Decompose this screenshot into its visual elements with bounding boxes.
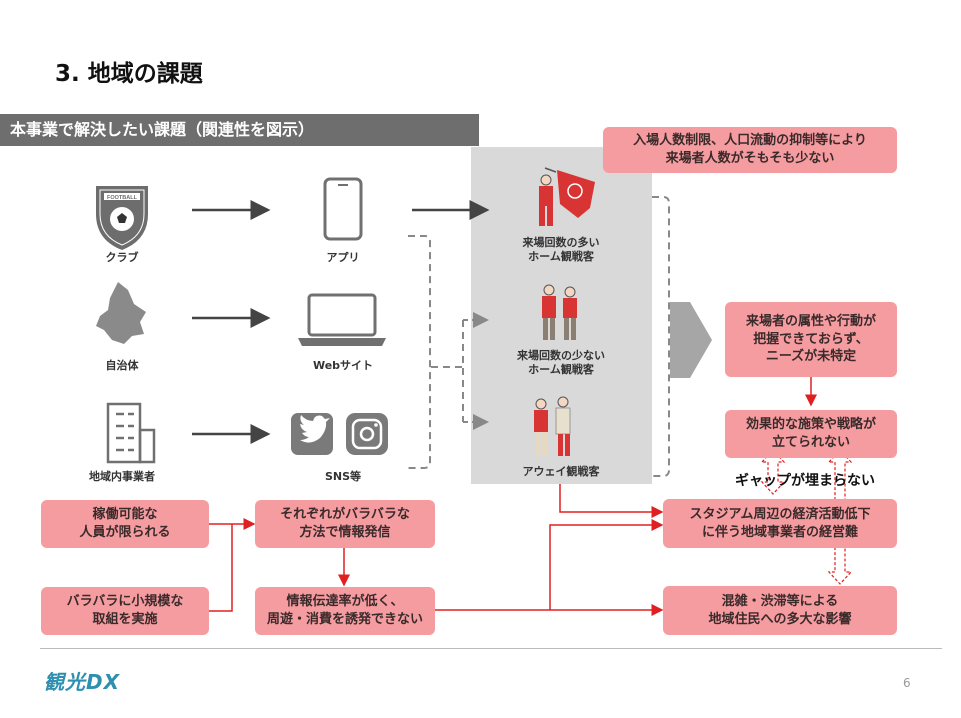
footer-divider [40, 648, 942, 649]
gap-label: ギャップが埋まらない [735, 473, 875, 489]
issue-economic-decline: スタジアム周辺の経済活動低下 に伴う地域事業者の経営難 [663, 499, 897, 548]
actor-label-business: 地域内事業者 [89, 470, 155, 483]
building-icon [106, 402, 156, 464]
issue-entry-limit: 入場人数制限、人口流動の抑制等により 来場者人数がそもそも少ない [603, 127, 897, 173]
issue-scattered-info: それぞれがバラバラな 方法で情報発信 [255, 500, 435, 548]
line-panel-economic [559, 484, 664, 518]
logo: 観光DX [44, 670, 121, 694]
laptop-icon [298, 293, 386, 346]
prefecture-map-icon [96, 282, 146, 344]
twitter-icon [291, 413, 333, 455]
football-club-emblem-icon [96, 186, 148, 250]
issue-small-scattered: バラバラに小規模な 取組を実施 [41, 587, 209, 635]
visitor-label-frequent: 来場回数の多い ホーム観戦客 [522, 236, 600, 264]
section-banner: 本事業で解決したい課題（関連性を図示） [0, 114, 479, 146]
actor-label-government: 自治体 [105, 359, 139, 372]
page-number: 6 [903, 676, 911, 690]
smartphone-icon [323, 177, 363, 241]
line-branch-economic [549, 519, 664, 610]
issue-attributes-unknown: 来場者の属性や行動が 把握できておらず、 ニーズが未特定 [725, 302, 897, 377]
actor-label-club: クラブ [105, 251, 139, 264]
visitor-label-away: アウェイ観戦客 [522, 465, 600, 478]
channel-label-web: Webサイト [312, 359, 374, 372]
big-arrow [670, 302, 712, 378]
channel-label-sns: SNS等 [324, 470, 362, 483]
dashed-bracket-visitors [652, 196, 670, 477]
line-small-join [209, 524, 233, 612]
issue-low-reach: 情報伝達率が低く、 周遊・消費を誘発できない [255, 587, 435, 635]
visitors-panel [471, 147, 652, 484]
issue-no-strategy: 効果的な施策や戦略が 立てられない [725, 410, 897, 458]
visitor-label-infrequent: 来場回数の少ない ホーム観戦客 [517, 349, 605, 377]
dashed-bracket-channels [408, 235, 431, 469]
club-badge-text: FOOTBALL [107, 195, 138, 201]
issue-limited-staff: 稼働可能な 人員が限られる [41, 500, 209, 548]
instagram-icon [346, 413, 388, 455]
channel-label-app: アプリ [326, 251, 360, 264]
issue-congestion: 混雑・渋滞等による 地域住民への多大な影響 [663, 586, 897, 635]
page-title: 3. 地域の課題 [55, 61, 203, 87]
